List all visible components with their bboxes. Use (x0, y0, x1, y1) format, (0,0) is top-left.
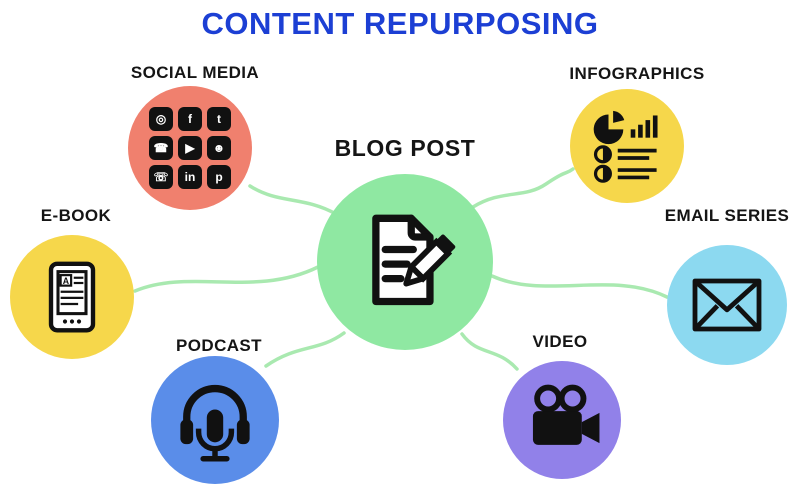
connector-email (490, 274, 669, 299)
bar-chart-shape (630, 115, 658, 138)
connector-social-media (248, 184, 338, 216)
youtube-icon: ▶ (178, 136, 202, 160)
instagram-icon: ◎ (149, 107, 173, 131)
social-apps-grid-icon: ◎ f t ☎ ▶ ☻ ☏ in p (149, 107, 231, 189)
video-camera-icon (532, 384, 600, 445)
email-series-node (667, 245, 787, 365)
ebook-node: A (10, 235, 134, 359)
podcast-label: PODCAST (176, 336, 262, 355)
envelope-icon (692, 278, 762, 332)
pie-chart-shape (593, 110, 625, 145)
connector-ebook (133, 265, 320, 293)
ebook-label: E-BOOK (40, 206, 112, 225)
email-series-label: EMAIL SERIES (664, 206, 790, 225)
social-media-node: ◎ f t ☎ ▶ ☻ ☏ in p (128, 86, 252, 210)
infographics-label: INFOGRAPHICS (569, 64, 705, 83)
whatsapp-icon: ☎ (149, 136, 173, 160)
pencil-shape (403, 234, 456, 287)
blog-post-label: BLOG POST (334, 135, 476, 161)
video-node (503, 361, 621, 479)
connector-infographics (471, 167, 575, 209)
linkedin-icon: in (178, 165, 202, 189)
pinterest-icon: p (207, 165, 231, 189)
video-label: VIDEO (532, 332, 588, 351)
viber-icon: ☏ (149, 165, 173, 189)
blog-post-node (317, 174, 493, 350)
ebook-text-lines (60, 276, 84, 306)
social-media-label: SOCIAL MEDIA (130, 63, 260, 82)
connector-video (460, 332, 519, 371)
pie-list-rows (593, 145, 657, 183)
ebook-letter: A (63, 276, 70, 286)
diagram-title: CONTENT REPURPOSING (201, 6, 599, 41)
e-reader-icon: A (48, 261, 96, 333)
connector-podcast (264, 331, 346, 368)
ebook-buttons (62, 319, 82, 324)
charts-icon (593, 110, 658, 183)
snapchat-icon: ☻ (207, 136, 231, 160)
microphone-headphones-icon (180, 385, 250, 462)
facebook-icon: f (178, 107, 202, 131)
document-pencil-icon (372, 214, 456, 306)
twitter-icon: t (207, 107, 231, 131)
podcast-node (151, 356, 279, 484)
infographics-node (570, 89, 684, 203)
